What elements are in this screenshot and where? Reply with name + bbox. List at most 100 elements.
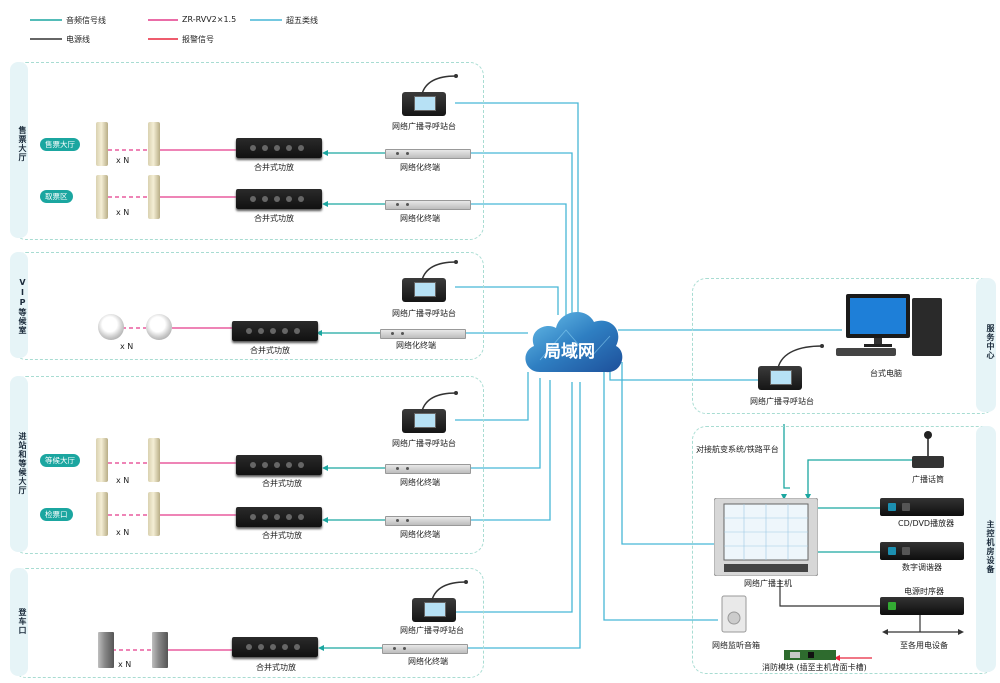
gooseneck-mic-icon: [777, 344, 824, 369]
column-speaker-icon: [148, 438, 160, 482]
fire-module-icon: [784, 650, 836, 660]
cd-dvd-player-icon: [880, 498, 964, 516]
speaker-count: x N: [118, 660, 132, 669]
legend-alarm-label: 报警信号: [182, 35, 214, 44]
mixer-amplifier-icon: [236, 138, 322, 158]
ceiling-speaker-icon: [98, 314, 124, 340]
mixer-amplifier-icon: [236, 189, 322, 209]
zone-boarding-title: 登车口: [18, 608, 27, 635]
mixer-amplifier-icon: [232, 637, 318, 657]
column-speaker-icon: [96, 175, 108, 219]
amplifier-label: 合并式功放: [256, 663, 296, 672]
monitor-speaker-icon: [721, 595, 747, 633]
zone-ticket-title: 售票大厅: [18, 126, 27, 162]
tuner-label: 数字调谐器: [902, 563, 942, 572]
gooseneck-mic-icon: [421, 391, 458, 412]
column-speaker-icon: [148, 175, 160, 219]
power-sequencer-icon: [880, 597, 964, 615]
station-label: 网络广播寻呼站台: [400, 626, 464, 635]
paging-station-icon: [402, 278, 446, 302]
network-terminal-icon: [385, 464, 471, 474]
legend-audio-label: 音频信号线: [66, 16, 106, 25]
terminal-label: 网络化终端: [400, 214, 440, 223]
zone-service-tab: 服务中心: [976, 278, 996, 412]
paging-station-icon: [758, 366, 802, 390]
monitor-label: 网络监听音箱: [712, 641, 760, 650]
mixer-amplifier-icon: [232, 321, 318, 341]
speaker-count: x N: [116, 156, 130, 165]
zone-waiting-tab: 进站和等候大厅: [10, 376, 28, 552]
to-equipment-label: 至各用电设备: [900, 641, 948, 650]
broadcast-mic-icon: [912, 431, 944, 468]
amplifier-label: 合并式功放: [254, 214, 294, 223]
station-label: 网络广播寻呼站台: [392, 122, 456, 131]
tuner-icon: [880, 542, 964, 560]
speaker-cables: [108, 149, 236, 651]
audio-cables: [322, 152, 920, 649]
station-label: 网络广播寻呼站台: [392, 309, 456, 318]
amplifier-label: 合并式功放: [250, 346, 290, 355]
network-terminal-icon: [385, 149, 471, 159]
legend-cat5-label: 超五类线: [286, 16, 318, 25]
column-speaker-icon: [148, 492, 160, 536]
cable-host: [621, 362, 714, 545]
network-terminal-icon: [382, 644, 468, 654]
zone-service-title: 服务中心: [986, 324, 995, 360]
ceiling-speaker-icon: [146, 314, 172, 340]
speaker-count: x N: [116, 476, 130, 485]
column-speaker-icon: [96, 492, 108, 536]
external-system-label: 对接航变系统/铁路平台: [696, 445, 779, 454]
lan-cloud-icon: [525, 311, 623, 373]
network-cables: [455, 102, 842, 649]
box-speaker-icon: [98, 632, 114, 668]
zone-ticket-tab: 售票大厅: [10, 62, 28, 238]
area-pill-waiting-hall: 等候大厅: [40, 454, 80, 467]
box-speaker-icon: [152, 632, 168, 668]
cable-ticket-station: [455, 102, 579, 318]
host-label: 网络广播主机: [744, 579, 792, 588]
cable-monitor: [603, 368, 718, 621]
paging-station-icon: [402, 92, 446, 116]
pc-label: 台式电脑: [870, 369, 902, 378]
paging-station-icon: [402, 409, 446, 433]
zone-vip-title: VIP等候室: [18, 278, 27, 335]
mic-label: 广播话筒: [912, 475, 944, 484]
terminal-label: 网络化终端: [396, 341, 436, 350]
gooseneck-mic-icon: [421, 260, 458, 281]
zone-control-title: 主控机房设备: [986, 520, 995, 574]
legend-rvv-label: ZR-RVV2×1.5: [182, 15, 237, 24]
desktop-pc-icon: [836, 294, 942, 356]
paging-station-icon: [412, 598, 456, 622]
network-terminal-icon: [385, 516, 471, 526]
amplifier-label: 合并式功放: [262, 531, 302, 540]
terminal-label: 网络化终端: [400, 163, 440, 172]
speaker-count: x N: [116, 208, 130, 217]
network-terminal-icon: [380, 329, 466, 339]
zone-waiting-title: 进站和等候大厅: [18, 432, 27, 495]
area-pill-pickup: 取票区: [40, 190, 73, 203]
terminal-label: 网络化终端: [400, 530, 440, 539]
cd-label: CD/DVD播放器: [898, 519, 955, 528]
mixer-amplifier-icon: [236, 507, 322, 527]
fire-module-label: 消防模块 (插至主机背面卡槽): [762, 663, 867, 672]
amplifier-label: 合并式功放: [262, 479, 302, 488]
area-pill-ticket-hall: 售票大厅: [40, 138, 80, 151]
amplifier-label: 合并式功放: [254, 163, 294, 172]
terminal-label: 网络化终端: [400, 478, 440, 487]
speaker-count: x N: [120, 342, 134, 351]
gooseneck-mic-icon: [421, 74, 458, 95]
lan-cloud-label: 局域网: [544, 342, 595, 362]
area-pill-ticket-check: 检票口: [40, 508, 73, 521]
zone-boarding-tab: 登车口: [10, 568, 28, 676]
column-speaker-icon: [148, 122, 160, 166]
station-label: 网络广播寻呼站台: [750, 397, 814, 406]
network-terminal-icon: [385, 200, 471, 210]
station-label: 网络广播寻呼站台: [392, 439, 456, 448]
zone-vip-tab: VIP等候室: [10, 252, 28, 358]
broadcast-host-icon: [714, 498, 818, 576]
zone-control-tab: 主控机房设备: [976, 426, 996, 672]
terminal-label: 网络化终端: [408, 657, 448, 666]
gooseneck-mic-icon: [431, 580, 468, 601]
column-speaker-icon: [96, 438, 108, 482]
